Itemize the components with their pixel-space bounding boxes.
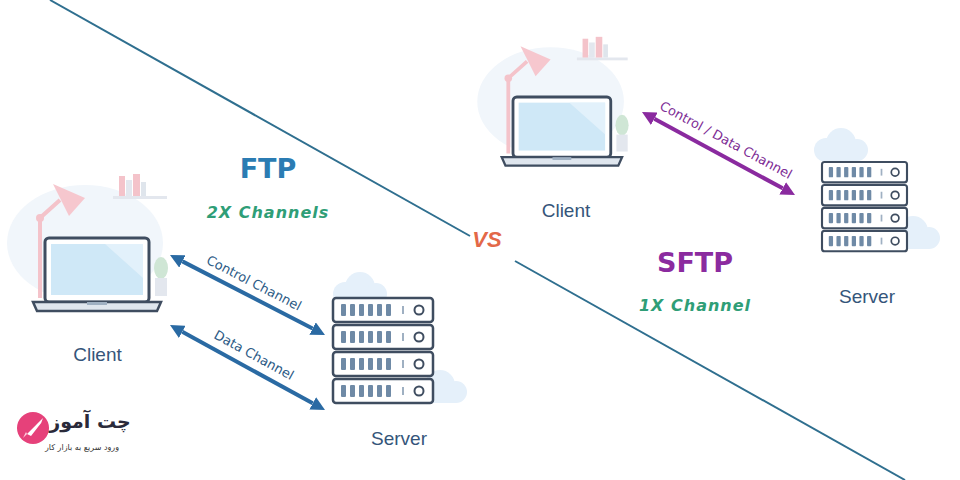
protocol-title: SFTP (657, 247, 733, 278)
server-node: Server (325, 285, 473, 450)
logo-icon (27, 418, 43, 436)
channel-count: 2X Channels (207, 203, 330, 222)
node-label: Client (73, 344, 122, 366)
node-label: Server (839, 286, 895, 308)
watermark-slogan: ورود سریع به بازار کار (45, 443, 119, 452)
server-icon (333, 298, 433, 403)
versus-mark: VS (472, 227, 501, 253)
client-node: Client (490, 40, 642, 222)
channel-label: Control / Data Channel (657, 98, 794, 182)
logo-icon (23, 432, 27, 438)
node-label: Server (371, 428, 427, 450)
laptop-icon (477, 37, 628, 166)
node-label: Client (542, 200, 591, 222)
protocol-title: FTP (240, 153, 297, 184)
server-icon (822, 162, 907, 251)
channel-label: Control Channel (204, 252, 304, 313)
logo-icon (17, 412, 49, 444)
divider-line (515, 261, 905, 480)
laptop-icon (7, 174, 168, 311)
watermark-logo: چت آموز (49, 410, 131, 432)
server-node: Server (795, 135, 939, 308)
logo-icon (17, 412, 49, 444)
channel-label: Data Channel (212, 327, 297, 383)
cloud-shape (814, 128, 868, 162)
client-node: Client (25, 180, 170, 366)
channel-count: 1X Channel (639, 296, 751, 315)
